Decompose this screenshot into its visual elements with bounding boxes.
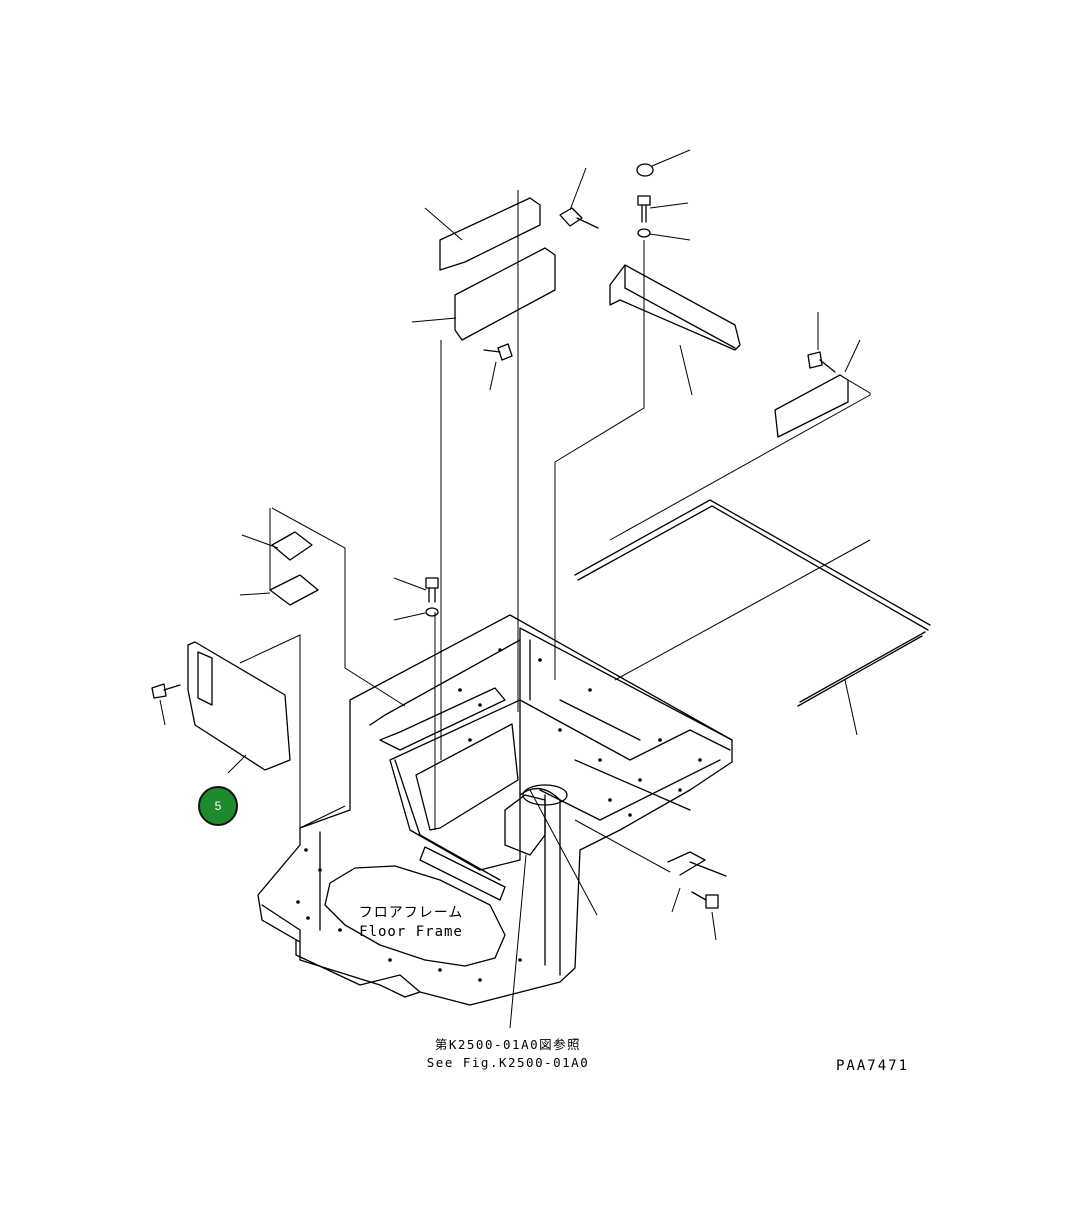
washer-icon bbox=[637, 228, 691, 241]
assembly-leaders bbox=[239, 190, 871, 1029]
side-panel-left bbox=[187, 641, 291, 774]
bolt-icon bbox=[483, 343, 513, 391]
cover-plate-upper bbox=[411, 197, 556, 341]
bolt-icon bbox=[807, 312, 836, 373]
seal-strip bbox=[574, 499, 931, 736]
drawing-code: PAA7471 bbox=[836, 1058, 910, 1074]
cap-icon bbox=[636, 149, 691, 177]
cover-plate-small bbox=[774, 339, 861, 438]
washer-icon bbox=[393, 607, 439, 621]
bolt-icon bbox=[559, 167, 599, 229]
floor-frame-label-jp: フロアフレーム bbox=[358, 905, 464, 921]
floor-frame bbox=[257, 614, 733, 1006]
bolt-icon bbox=[151, 683, 181, 726]
bolt-icon bbox=[637, 195, 689, 223]
bolt-icon bbox=[393, 577, 439, 603]
cover-channel bbox=[609, 264, 741, 396]
callout-badge-5[interactable]: 5 bbox=[198, 786, 238, 826]
bolt-icon bbox=[691, 891, 719, 941]
floor-frame-label: フロアフレーム Floor Frame bbox=[358, 904, 464, 942]
reference-note-jp: 第K2500-01A0図参照 bbox=[434, 1037, 582, 1052]
reference-note-en: See Fig.K2500-01A0 bbox=[426, 1055, 590, 1070]
access-cover-left bbox=[239, 531, 319, 606]
floor-frame-label-en: Floor Frame bbox=[359, 924, 463, 940]
callout-number: 5 bbox=[214, 799, 222, 813]
reference-note: 第K2500-01A0図参照 See Fig.K2500-01A0 bbox=[424, 1036, 592, 1072]
bolt-icon bbox=[667, 851, 727, 913]
